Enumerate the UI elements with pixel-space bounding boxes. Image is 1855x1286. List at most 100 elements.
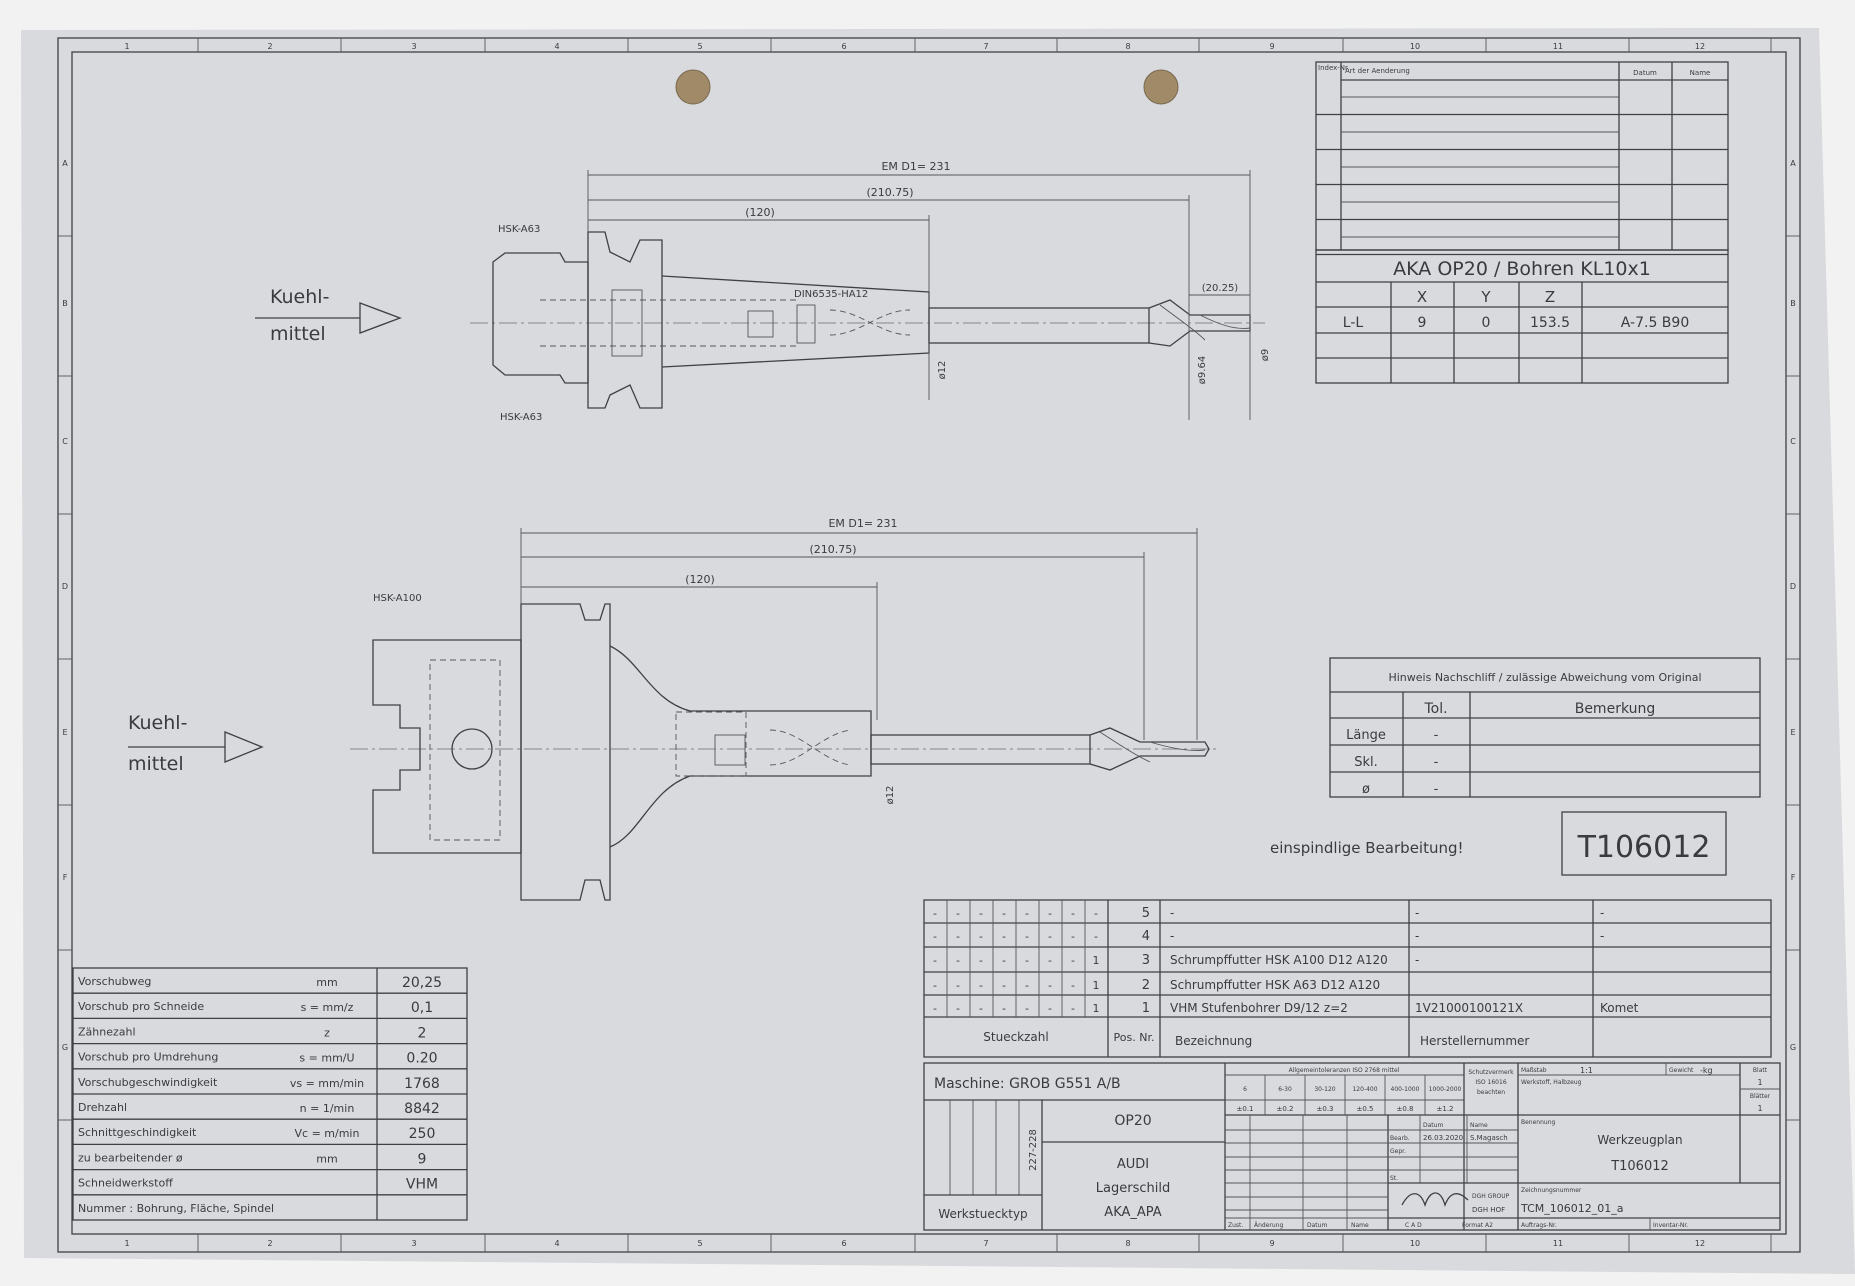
dimension-overall: (210.75): [809, 543, 856, 556]
protection-note: ISO 16016: [1475, 1079, 1506, 1086]
quantity-cell: -: [933, 1002, 937, 1015]
regrind-cell: -: [1434, 782, 1439, 797]
drill-shank: [870, 734, 1091, 765]
coolant-label: mittel: [128, 753, 184, 775]
name-label: Name: [1470, 1122, 1488, 1129]
quantity-cell: -: [956, 930, 960, 943]
inner-frame: [71, 51, 1787, 1235]
dimension-overall: (210.75): [866, 186, 913, 199]
protection-note: beachten: [1477, 1089, 1505, 1096]
punch-hole: [1143, 69, 1179, 105]
drill-flute: [1099, 731, 1206, 763]
regrind-cell: Länge: [1346, 728, 1386, 743]
diameter-tip: ø9: [1260, 349, 1271, 361]
position-number: 3: [1142, 953, 1150, 968]
tolerance-range: 6: [1243, 1086, 1247, 1093]
cutting-parameter-unit: s = mm/z: [301, 1001, 354, 1014]
quantity-cell: -: [1002, 930, 1006, 943]
cutting-parameter-label: Schnittgeschindigkeit: [78, 1126, 197, 1139]
sheet-label: Blatt: [1753, 1067, 1768, 1074]
tolerance-value: ±0.8: [1397, 1105, 1414, 1113]
designation-header: Bezeichnung: [1175, 1034, 1252, 1048]
coolant-channel: [769, 729, 851, 766]
quantity-cell: -: [1048, 930, 1052, 943]
diameter-shank: ø12: [937, 361, 948, 380]
collet: [747, 310, 774, 338]
column-number: 2: [267, 1239, 272, 1248]
regrind-cell: ø: [1362, 782, 1370, 797]
quantity-cell: -: [1048, 979, 1052, 992]
designation-number: T106012: [1610, 1159, 1669, 1174]
operation-label: OP20: [1114, 1113, 1151, 1129]
operation-column-header: Z: [1545, 288, 1555, 306]
manufacturer-number-header: Herstellernummer: [1420, 1034, 1529, 1048]
manufacturer-number: -: [1415, 929, 1419, 943]
machining-note: einspindlige Bearbeitung!: [1270, 839, 1464, 857]
diameter-step: ø9.64: [1197, 356, 1208, 384]
cutting-parameter-value: 8842: [404, 1101, 440, 1117]
column-number: 2: [267, 42, 272, 51]
regrind-header: Tol.: [1423, 701, 1447, 717]
quantity-cell: 1: [1093, 979, 1100, 992]
interface-label: HSK-A63: [500, 412, 542, 423]
quantity-cell: -: [1071, 907, 1075, 920]
machine-label: Maschine: GROB G551 A/B: [934, 1076, 1121, 1092]
row-letter: A: [62, 159, 68, 168]
column-number: 12: [1695, 1239, 1705, 1248]
change-index-header: Index-Nr.: [1318, 64, 1350, 72]
column-number: 10: [1410, 1239, 1420, 1248]
quantity-cell: -: [1048, 1002, 1052, 1015]
quantity-header: Stueckzahl: [983, 1030, 1048, 1044]
drill-body: [1089, 727, 1210, 771]
change-date-header: Datum: [1633, 69, 1657, 77]
dimension-total: EM D1= 231: [828, 517, 897, 530]
dimension-total: EM D1= 231: [881, 160, 950, 173]
operation-column-header: Y: [1480, 288, 1491, 306]
column-number: 11: [1553, 1239, 1563, 1248]
cutting-parameter-unit: mm: [316, 1152, 337, 1165]
cutting-parameter-value: 9: [418, 1151, 427, 1167]
part-designation: -: [1170, 906, 1174, 920]
row-letter: F: [63, 873, 68, 882]
sheets-value: 1: [1757, 1104, 1762, 1113]
collet-label: DIN6535-HA12: [794, 289, 868, 300]
tool-number: T106012: [1577, 830, 1711, 865]
cad-label: C A D: [1405, 1222, 1422, 1229]
sheet-value: 1: [1757, 1078, 1762, 1087]
cutting-parameter-unit: s = mm/U: [299, 1052, 354, 1065]
quantity-cell: -: [956, 954, 960, 967]
part-designation: Schrumpffutter HSK A63 D12 A120: [1170, 978, 1380, 992]
operation-title: AKA OP20 / Bohren KL10x1: [1393, 258, 1651, 280]
drawn-date: 26.03.2020: [1423, 1134, 1463, 1142]
variant-label: AKA_APA: [1104, 1205, 1161, 1220]
tolerance-range: 30-120: [1314, 1086, 1335, 1093]
quantity-cell: -: [933, 930, 937, 943]
weight-label: Gewicht: [1669, 1067, 1694, 1074]
parts-list: [923, 899, 1772, 1058]
workpiece-range: 227-228: [1028, 1129, 1039, 1171]
cutting-parameter-unit: n = 1/min: [300, 1102, 355, 1115]
column-number: 11: [1553, 42, 1563, 51]
column-number: 8: [1125, 42, 1130, 51]
column-number: 1: [124, 1239, 129, 1248]
manufacturer-number: 1V21000100121X: [1415, 1001, 1523, 1015]
column-number: 5: [697, 1239, 702, 1248]
tolerance-range: 120-400: [1352, 1086, 1377, 1093]
quantity-cell: -: [1025, 1002, 1029, 1015]
drawn-label: Bearb.: [1390, 1135, 1410, 1142]
cutting-parameter-value: 20,25: [402, 975, 442, 991]
manufacturer: -: [1600, 929, 1604, 943]
general-tolerance-title: Allgemeintoleranzen ISO 2768 mittel: [1289, 1067, 1400, 1074]
quantity-cell: -: [1002, 907, 1006, 920]
sheets-label: Blätter: [1750, 1093, 1771, 1100]
coolant-label: Kuehl-: [270, 286, 329, 308]
row-letter: C: [62, 437, 68, 446]
tolerance-value: ±0.3: [1317, 1105, 1334, 1113]
quantity-cell: -: [956, 907, 960, 920]
operation-column-header: X: [1417, 288, 1427, 306]
operation-cell: 153.5: [1530, 315, 1570, 331]
quantity-cell: -: [1094, 907, 1098, 920]
quantity-cell: -: [1025, 907, 1029, 920]
holder-flange: [520, 603, 611, 901]
row-letter: A: [1790, 159, 1796, 168]
